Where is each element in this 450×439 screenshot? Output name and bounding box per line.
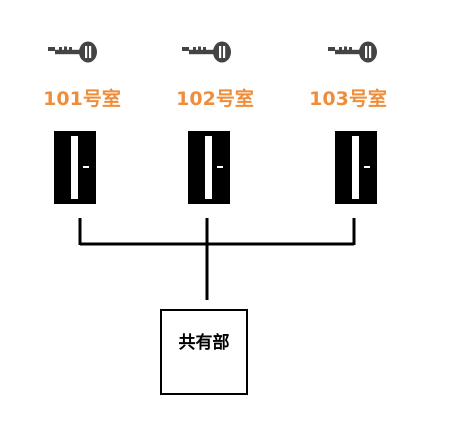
room-label-101: 101号室 [43,88,121,110]
room-label-102: 102号室 [176,88,254,110]
common-area-label: 共有部 [178,333,230,353]
room-label-103: 103号室 [309,88,387,110]
key-icon-101 [48,41,97,63]
common-area-box: 共有部 [160,309,248,395]
door-icon-101 [54,131,96,204]
key-icon-103 [328,41,377,63]
key-icon-102 [182,41,231,63]
door-icon-102 [188,131,230,204]
connector-lines [78,218,356,300]
door-icon-103 [335,131,377,204]
